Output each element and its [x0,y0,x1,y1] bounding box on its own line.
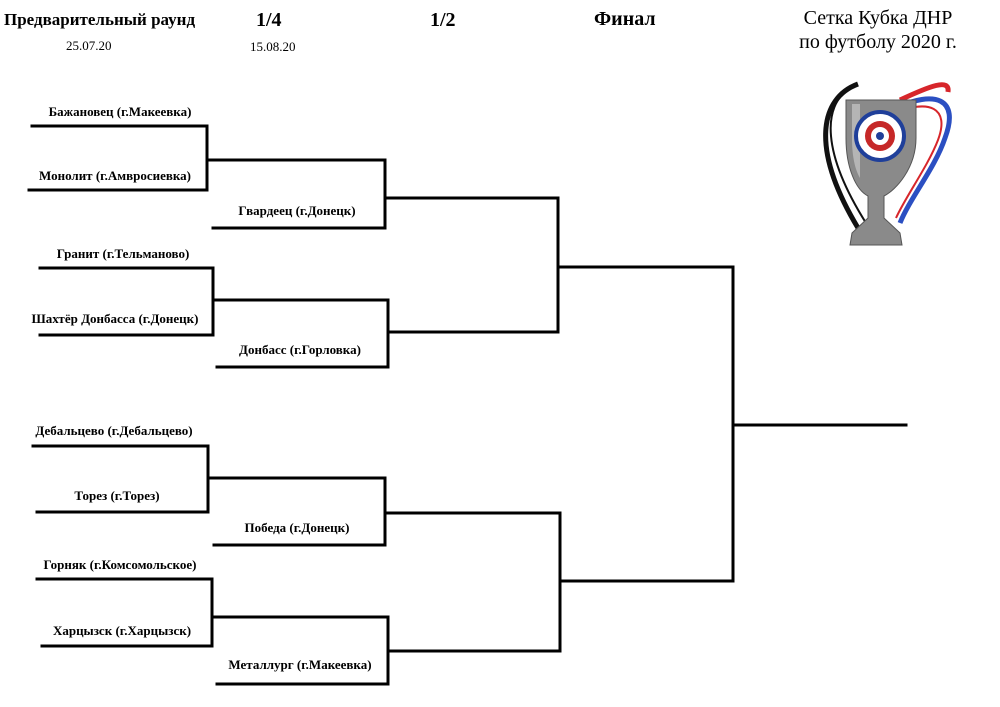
quarter-team-1: Гвардеец (г.Донецк) [212,203,382,219]
quarter-team-4: Металлург (г.Макеевка) [212,657,388,673]
quarter-team-2: Донбасс (г.Горловка) [212,342,388,358]
prelim-team-3: Гранит (г.Тельманово) [23,246,223,262]
prelim-team-5: Дебальцево (г.Дебальцево) [14,423,214,439]
prelim-team-8: Харцызск (г.Харцызск) [22,623,222,639]
prelim-team-2: Монолит (г.Амвросиевка) [15,168,215,184]
quarter-team-3: Победа (г.Донецк) [212,520,382,536]
prelim-team-7: Горняк (г.Комсомольское) [20,557,220,573]
prelim-team-6: Торез (г.Торез) [22,488,212,504]
prelim-team-1: Бажановец (г.Макеевка) [20,104,220,120]
prelim-team-4: Шахтёр Донбасса (г.Донецк) [10,311,220,327]
